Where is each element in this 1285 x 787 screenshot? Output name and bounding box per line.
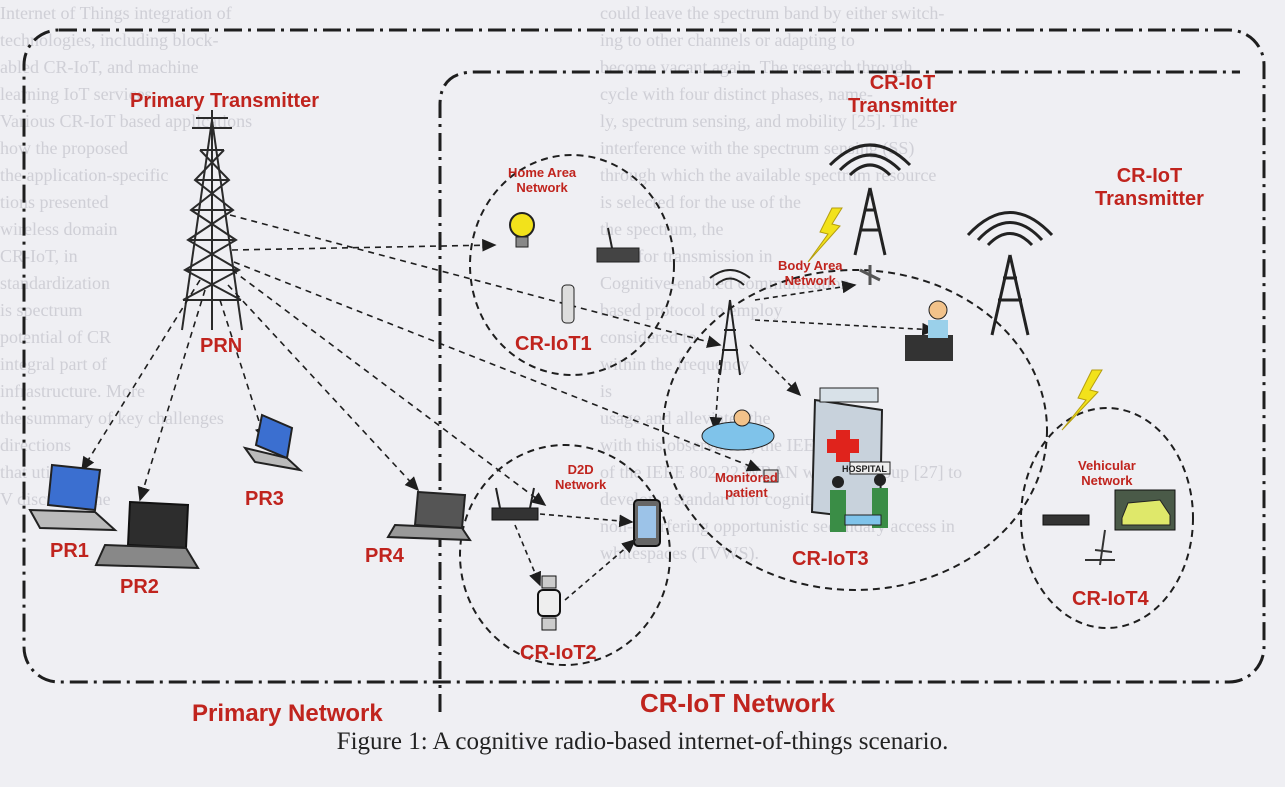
laptop-pr3-icon bbox=[242, 413, 304, 472]
home-area-circle bbox=[469, 154, 675, 376]
crlot4-label: CR-IoT4 bbox=[1072, 588, 1149, 610]
background-line: based protocol to employ bbox=[600, 300, 783, 320]
crlot-tx1-tower-icon bbox=[828, 143, 912, 256]
pr1-label: PR1 bbox=[50, 540, 89, 562]
laptop-pr1-icon bbox=[28, 463, 118, 532]
body-area-label: Body Area Network bbox=[778, 258, 843, 288]
background-left-column: Internet of Things integration of technol… bbox=[0, 0, 600, 513]
car-icon bbox=[1114, 489, 1176, 531]
background-line: directions bbox=[0, 435, 71, 455]
primary-transmitter-label: Primary Transmitter bbox=[130, 90, 319, 112]
switch-icon bbox=[561, 284, 575, 324]
background-line: could leave the spectrum band by either … bbox=[600, 3, 945, 23]
bulb-icon bbox=[509, 212, 535, 248]
background-line: integral part of bbox=[0, 354, 107, 374]
primary-network-boundary bbox=[22, 28, 1266, 684]
background-line: is selected for the use of the bbox=[600, 192, 801, 212]
pr4-label: PR4 bbox=[365, 545, 404, 567]
background-line: learning IoT services. bbox=[0, 84, 157, 104]
background-line: CR-IoT, in bbox=[0, 246, 78, 266]
background-line: interference with the spectrum sensing (… bbox=[600, 138, 915, 158]
pr3-label: PR3 bbox=[245, 488, 284, 510]
background-line: ly, spectrum sensing, and mobility [25].… bbox=[600, 111, 918, 131]
background-line: cycle with four distinct phases, name- bbox=[600, 84, 873, 104]
background-line: standardization bbox=[0, 273, 110, 293]
hospital-label: HOSPITAL bbox=[842, 464, 887, 474]
primary-network-label: Primary Network bbox=[192, 700, 383, 727]
figure-caption: Figure 1: A cognitive radio-based intern… bbox=[336, 728, 949, 755]
monitored-patient-label: Monitored patient bbox=[715, 470, 778, 500]
background-line: the spectrum, the bbox=[600, 219, 724, 239]
crlot-tx2-tower-icon bbox=[966, 211, 1054, 336]
background-line: abled CR-IoT, and machine bbox=[0, 57, 199, 77]
crlot-transmitter2-label: CR-IoT Transmitter bbox=[1095, 165, 1204, 210]
background-line: the application-specific bbox=[0, 165, 169, 185]
crlot3-label: CR-IoT3 bbox=[792, 548, 869, 570]
primary-tower-icon bbox=[181, 110, 243, 331]
background-line: is bbox=[600, 381, 613, 401]
crlot-network-boundary bbox=[438, 70, 1240, 712]
background-line: wireless domain bbox=[0, 219, 118, 239]
background-line: develop a standard for cognitive radio bbox=[600, 489, 874, 509]
background-line: is spectrum bbox=[0, 300, 83, 320]
background-line: whitespaces (TVWS). bbox=[600, 543, 759, 563]
d2d-arrows bbox=[514, 513, 637, 601]
d2d-label: D2D Network bbox=[555, 462, 607, 492]
background-line: potential of CR bbox=[0, 327, 111, 347]
background-line: through which the available spectrum res… bbox=[600, 165, 937, 185]
crlot2-label: CR-IoT2 bbox=[520, 642, 597, 664]
monitored-patient-icon bbox=[701, 409, 779, 483]
watch-icon bbox=[537, 575, 561, 631]
hospital-icon bbox=[810, 387, 891, 522]
background-line: tions presented bbox=[0, 192, 109, 212]
background-line: Cognitive-enabled communication bbox=[600, 273, 850, 293]
primary-interference-arrows bbox=[81, 214, 762, 506]
background-line: how the proposed bbox=[0, 138, 128, 158]
body-area-circle bbox=[662, 269, 1048, 591]
background-line: infrastructure. More bbox=[0, 381, 145, 401]
lightning-icon bbox=[807, 207, 1103, 431]
crlot-network-label: CR-IoT Network bbox=[640, 688, 835, 718]
background-line: within the frequency bbox=[600, 354, 749, 374]
background-line: the summary of key challenges bbox=[0, 408, 224, 428]
background-line: Internet of Things integration of bbox=[0, 3, 232, 23]
laptop-pr4-icon bbox=[386, 490, 472, 542]
doctor-icon bbox=[905, 300, 953, 361]
vehicular-router-icon bbox=[1042, 514, 1090, 526]
prn-label: PRN bbox=[200, 335, 243, 357]
body-area-arrows bbox=[709, 280, 937, 432]
vehicular-label: Vehicular Network bbox=[1078, 458, 1136, 488]
roadside-unit-icon bbox=[1085, 529, 1115, 566]
background-line: Various CR-IoT based applications bbox=[0, 111, 253, 131]
crlot1-label: CR-IoT1 bbox=[515, 333, 592, 355]
d2d-circle bbox=[459, 444, 671, 666]
home-area-label: Home Area Network bbox=[508, 165, 577, 195]
crlot-transmitter1-label: CR-IoT Transmitter bbox=[848, 72, 957, 117]
body-tower-icon bbox=[709, 269, 751, 376]
background-line: technologies, including block- bbox=[0, 30, 219, 50]
pr2-label: PR2 bbox=[120, 576, 159, 598]
laptop-pr2-icon bbox=[94, 500, 200, 570]
d2d-router-icon bbox=[491, 487, 539, 521]
background-line: ing to other channels or adapting to bbox=[600, 30, 855, 50]
phone-icon bbox=[633, 499, 661, 547]
satellite-icon bbox=[859, 265, 881, 285]
vehicular-circle bbox=[1020, 407, 1194, 629]
background-line: used for transmission in bbox=[600, 246, 773, 266]
router-icon bbox=[596, 227, 640, 263]
staff-icon bbox=[830, 474, 888, 532]
